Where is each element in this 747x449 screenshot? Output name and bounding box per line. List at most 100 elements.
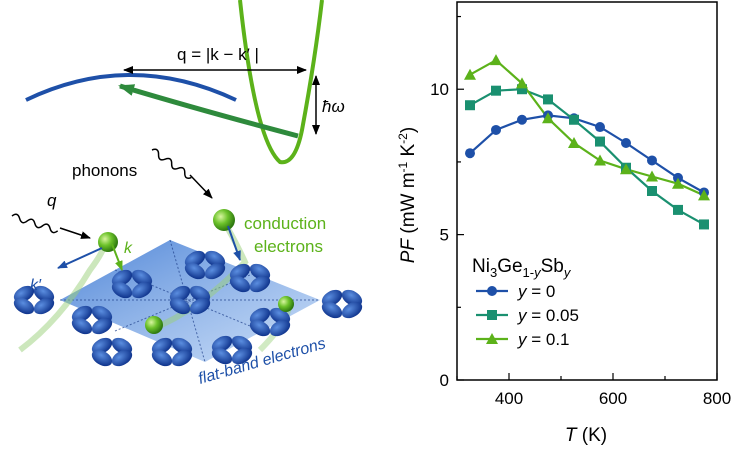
data-point	[647, 155, 657, 166]
orbital-lobe-part	[33, 297, 55, 315]
conduction-label-line1: conduction	[244, 214, 326, 233]
legend-label: y = 0	[517, 282, 555, 301]
y-tick-label: 10	[430, 80, 449, 99]
orbital-lobe-part	[131, 281, 153, 299]
data-point	[491, 85, 501, 96]
orbital-lobe-part	[184, 262, 206, 280]
data-point	[620, 163, 632, 175]
orbital-lobe-part	[231, 347, 253, 365]
orbital-lobe	[184, 250, 226, 280]
flat-band-curve	[25, 73, 237, 102]
orbital-lobe-part	[111, 281, 133, 299]
orbital-lobe-part	[151, 349, 173, 367]
scattering-arrow	[118, 83, 299, 139]
orbital-lobe	[91, 337, 133, 367]
legend-label: y = 0.1	[517, 330, 570, 349]
series-lines	[469, 58, 705, 226]
phonons-label: phonons	[72, 161, 137, 180]
data-point	[490, 54, 502, 66]
orbital-lobe	[211, 335, 253, 365]
data-point	[621, 138, 631, 149]
legend-title: Ni3Ge1-ySby	[472, 256, 572, 280]
data-point	[569, 114, 579, 125]
orbital-lobe-part	[171, 349, 193, 367]
orbital-lobe-part	[249, 275, 271, 293]
phonon-arrow-top	[189, 174, 213, 199]
data-point	[543, 94, 553, 105]
plot-frame	[456, 1, 718, 381]
orbital-lobe	[151, 337, 193, 367]
orbital-lobe-part	[229, 275, 251, 293]
pf-chart: 400 600 800 0 5 10 PF (mW m-1 K-2) T (K) Ni3G…	[396, 1, 731, 446]
orbital-lobe-part	[341, 301, 363, 319]
phonon-wave-top	[151, 148, 192, 179]
data-point	[568, 137, 580, 149]
chart-ticks: 400 600 800 0 5 10	[430, 15, 731, 408]
hbar-omega-label: ħω	[322, 97, 345, 116]
series-line	[469, 88, 705, 226]
x-tick-label: 600	[599, 389, 627, 408]
data-point	[465, 100, 475, 111]
legend-entries: y = 0 y = 0.05 y = 0.1	[476, 282, 579, 349]
orbital-lobe-part	[204, 262, 226, 280]
orbital-lobe-part	[169, 297, 191, 315]
conduction-band-curve	[238, 0, 324, 165]
data-point	[516, 77, 528, 89]
k-label: k	[124, 240, 133, 257]
conduction-electron-right	[278, 296, 294, 312]
series-line	[469, 114, 705, 194]
orbital-lobe-part	[189, 297, 211, 315]
orbital-lobe-part	[211, 347, 233, 365]
chart-axes	[456, 1, 718, 381]
orbital-lobe-part	[71, 317, 93, 335]
data-point	[673, 204, 683, 215]
orbital-lobe	[71, 305, 113, 335]
data-point	[487, 286, 497, 296]
orbital-lobe	[13, 285, 55, 315]
orbital-lobe-part	[91, 349, 113, 367]
data-point	[646, 170, 658, 182]
data-point	[594, 154, 606, 166]
data-point	[647, 186, 657, 196]
x-axis-label: T (K)	[565, 425, 607, 446]
y-axis-label: PF (mW m-1 K-2)	[396, 127, 419, 263]
data-point	[491, 124, 501, 135]
q-equation: q = |k − k′ |	[177, 45, 259, 64]
y-tick-label: 5	[440, 226, 449, 245]
data-point	[517, 84, 527, 95]
data-point	[464, 68, 476, 80]
orbital-lobes	[13, 250, 363, 367]
series-line	[469, 58, 705, 197]
orbital-lobe	[169, 285, 211, 315]
orbital-lobe	[229, 263, 271, 293]
legend: Ni3Ge1-ySby y = 0 y = 0.05 y = 0.1	[472, 256, 579, 349]
x-tick-label: 800	[703, 389, 731, 408]
data-point	[465, 148, 475, 159]
orbital-lobe-part	[321, 301, 343, 319]
conduction-electron-mid	[145, 316, 163, 334]
data-point	[699, 219, 709, 230]
orbital-lobe-part	[249, 319, 271, 337]
data-point	[517, 114, 527, 125]
data-point	[542, 112, 554, 124]
orbital-lobe-part	[13, 297, 35, 315]
phonon-wave-left	[11, 213, 59, 234]
data-point	[486, 333, 498, 344]
k-arrow	[111, 243, 123, 271]
orbital-lobe-part	[111, 349, 133, 367]
y-tick-label: 0	[440, 371, 449, 390]
data-point	[595, 136, 605, 147]
phonon-arrow-left	[59, 227, 91, 239]
series-markers	[464, 54, 710, 230]
legend-label: y = 0.05	[517, 306, 579, 325]
x-tick-label: 400	[495, 389, 523, 408]
data-point	[595, 122, 605, 133]
data-point	[487, 310, 497, 320]
scattering-schematic: q = |k − k′ | ħω phonons q k k′ conducti…	[11, 0, 363, 388]
q-label: q	[47, 191, 57, 210]
conduction-arrow	[227, 225, 241, 261]
orbital-lobe-part	[91, 317, 113, 335]
conduction-label-line2: electrons	[254, 237, 323, 256]
data-point	[698, 189, 710, 201]
